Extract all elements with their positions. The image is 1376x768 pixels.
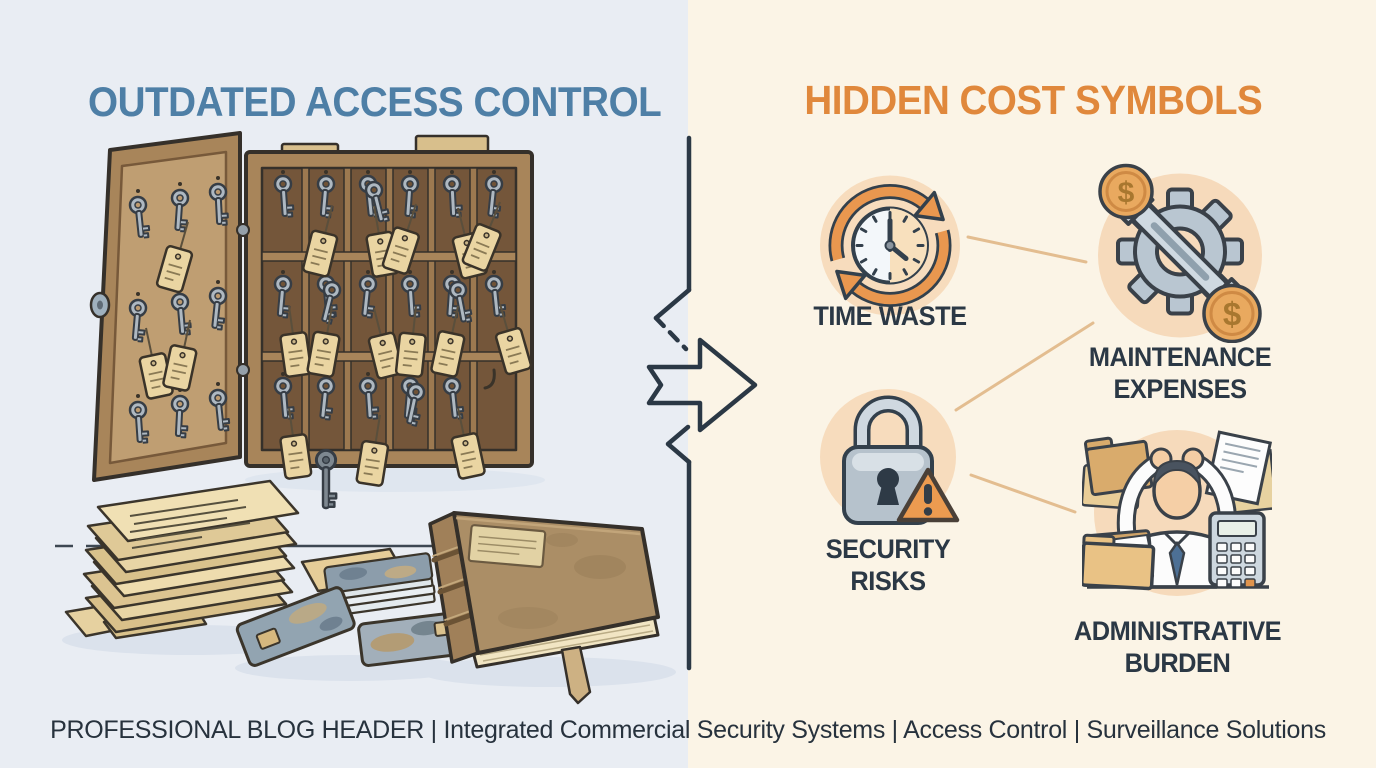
calculator — [1208, 511, 1266, 588]
left-panel-title: OUTDATED ACCESS CONTROL — [88, 78, 662, 126]
keyhole — [877, 468, 899, 490]
svg-text:$: $ — [1223, 296, 1241, 333]
clock-ticks — [855, 211, 925, 280]
right-panel-title: HIDDEN COST SYMBOLS — [804, 77, 1263, 124]
clock-arrows-icon — [820, 175, 960, 316]
security-risks-label: SECURITY RISKS — [825, 534, 951, 597]
gear-wrench-dollar-icon: $ $ — [1098, 163, 1262, 343]
ledger-book — [428, 511, 660, 705]
key-pegs — [281, 170, 496, 376]
warning-triangle — [896, 467, 960, 523]
padlock-warning-icon — [820, 389, 960, 525]
book-cover-label — [467, 524, 547, 569]
maintenance-expenses-label: MAINTENANCE EXPENSES — [1088, 342, 1272, 405]
stressed-admin-icon — [1082, 430, 1272, 596]
administrative-burden-label: ADMINISTRATIVE BURDEN — [1073, 616, 1282, 679]
bookmark-ribbon — [560, 645, 592, 705]
front-folders — [1082, 529, 1156, 591]
key-cabinet-illustration — [55, 131, 676, 705]
dollar-coin: $ — [1098, 163, 1154, 220]
svg-text:$: $ — [1118, 177, 1135, 210]
dollar-coin: $ — [1202, 283, 1262, 343]
cabinet-door — [89, 131, 250, 482]
worn-keycards — [235, 547, 470, 667]
paper-stack — [64, 479, 300, 640]
time-waste-label: TIME WASTE — [813, 301, 967, 331]
footer-caption: PROFESSIONAL BLOG HEADER | Integrated Co… — [50, 716, 1326, 744]
key-cabinet — [244, 134, 534, 510]
